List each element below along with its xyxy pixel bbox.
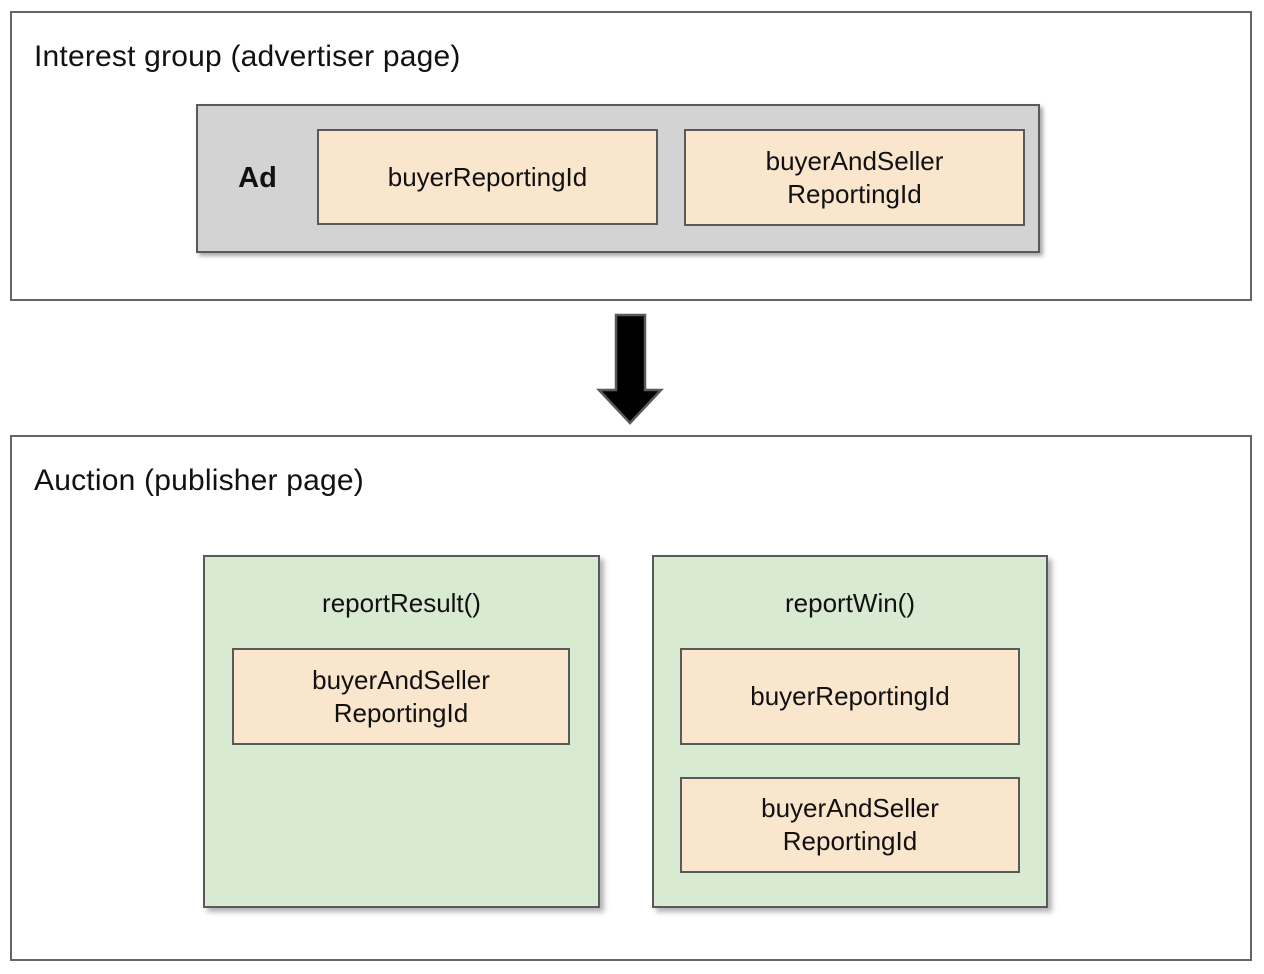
field-buyer-reporting-id: buyerReportingId (317, 129, 658, 225)
ad-box: Ad buyerReportingId buyerAndSeller Repor… (196, 104, 1040, 253)
ad-label: Ad (238, 162, 277, 194)
down-arrow-icon (596, 313, 664, 425)
field-buyer-and-seller-reporting-id: buyerAndSeller ReportingId (684, 129, 1025, 226)
report-result-box: reportResult() buyerAndSeller ReportingI… (203, 555, 600, 908)
interest-group-box: Interest group (advertiser page) Ad buye… (10, 11, 1252, 301)
report-win-box: reportWin() buyerReportingId buyerAndSel… (652, 555, 1048, 908)
field-buyer-and-seller-reporting-id: buyerAndSeller ReportingId (232, 648, 570, 745)
field-buyer-and-seller-reporting-id: buyerAndSeller ReportingId (680, 777, 1020, 873)
field-buyer-reporting-id: buyerReportingId (680, 648, 1020, 745)
auction-title: Auction (publisher page) (34, 464, 364, 497)
auction-box: Auction (publisher page) reportResult() … (10, 435, 1252, 961)
report-win-title: reportWin() (784, 588, 915, 618)
interest-group-title: Interest group (advertiser page) (34, 40, 461, 73)
report-result-title: reportResult() (322, 588, 481, 618)
